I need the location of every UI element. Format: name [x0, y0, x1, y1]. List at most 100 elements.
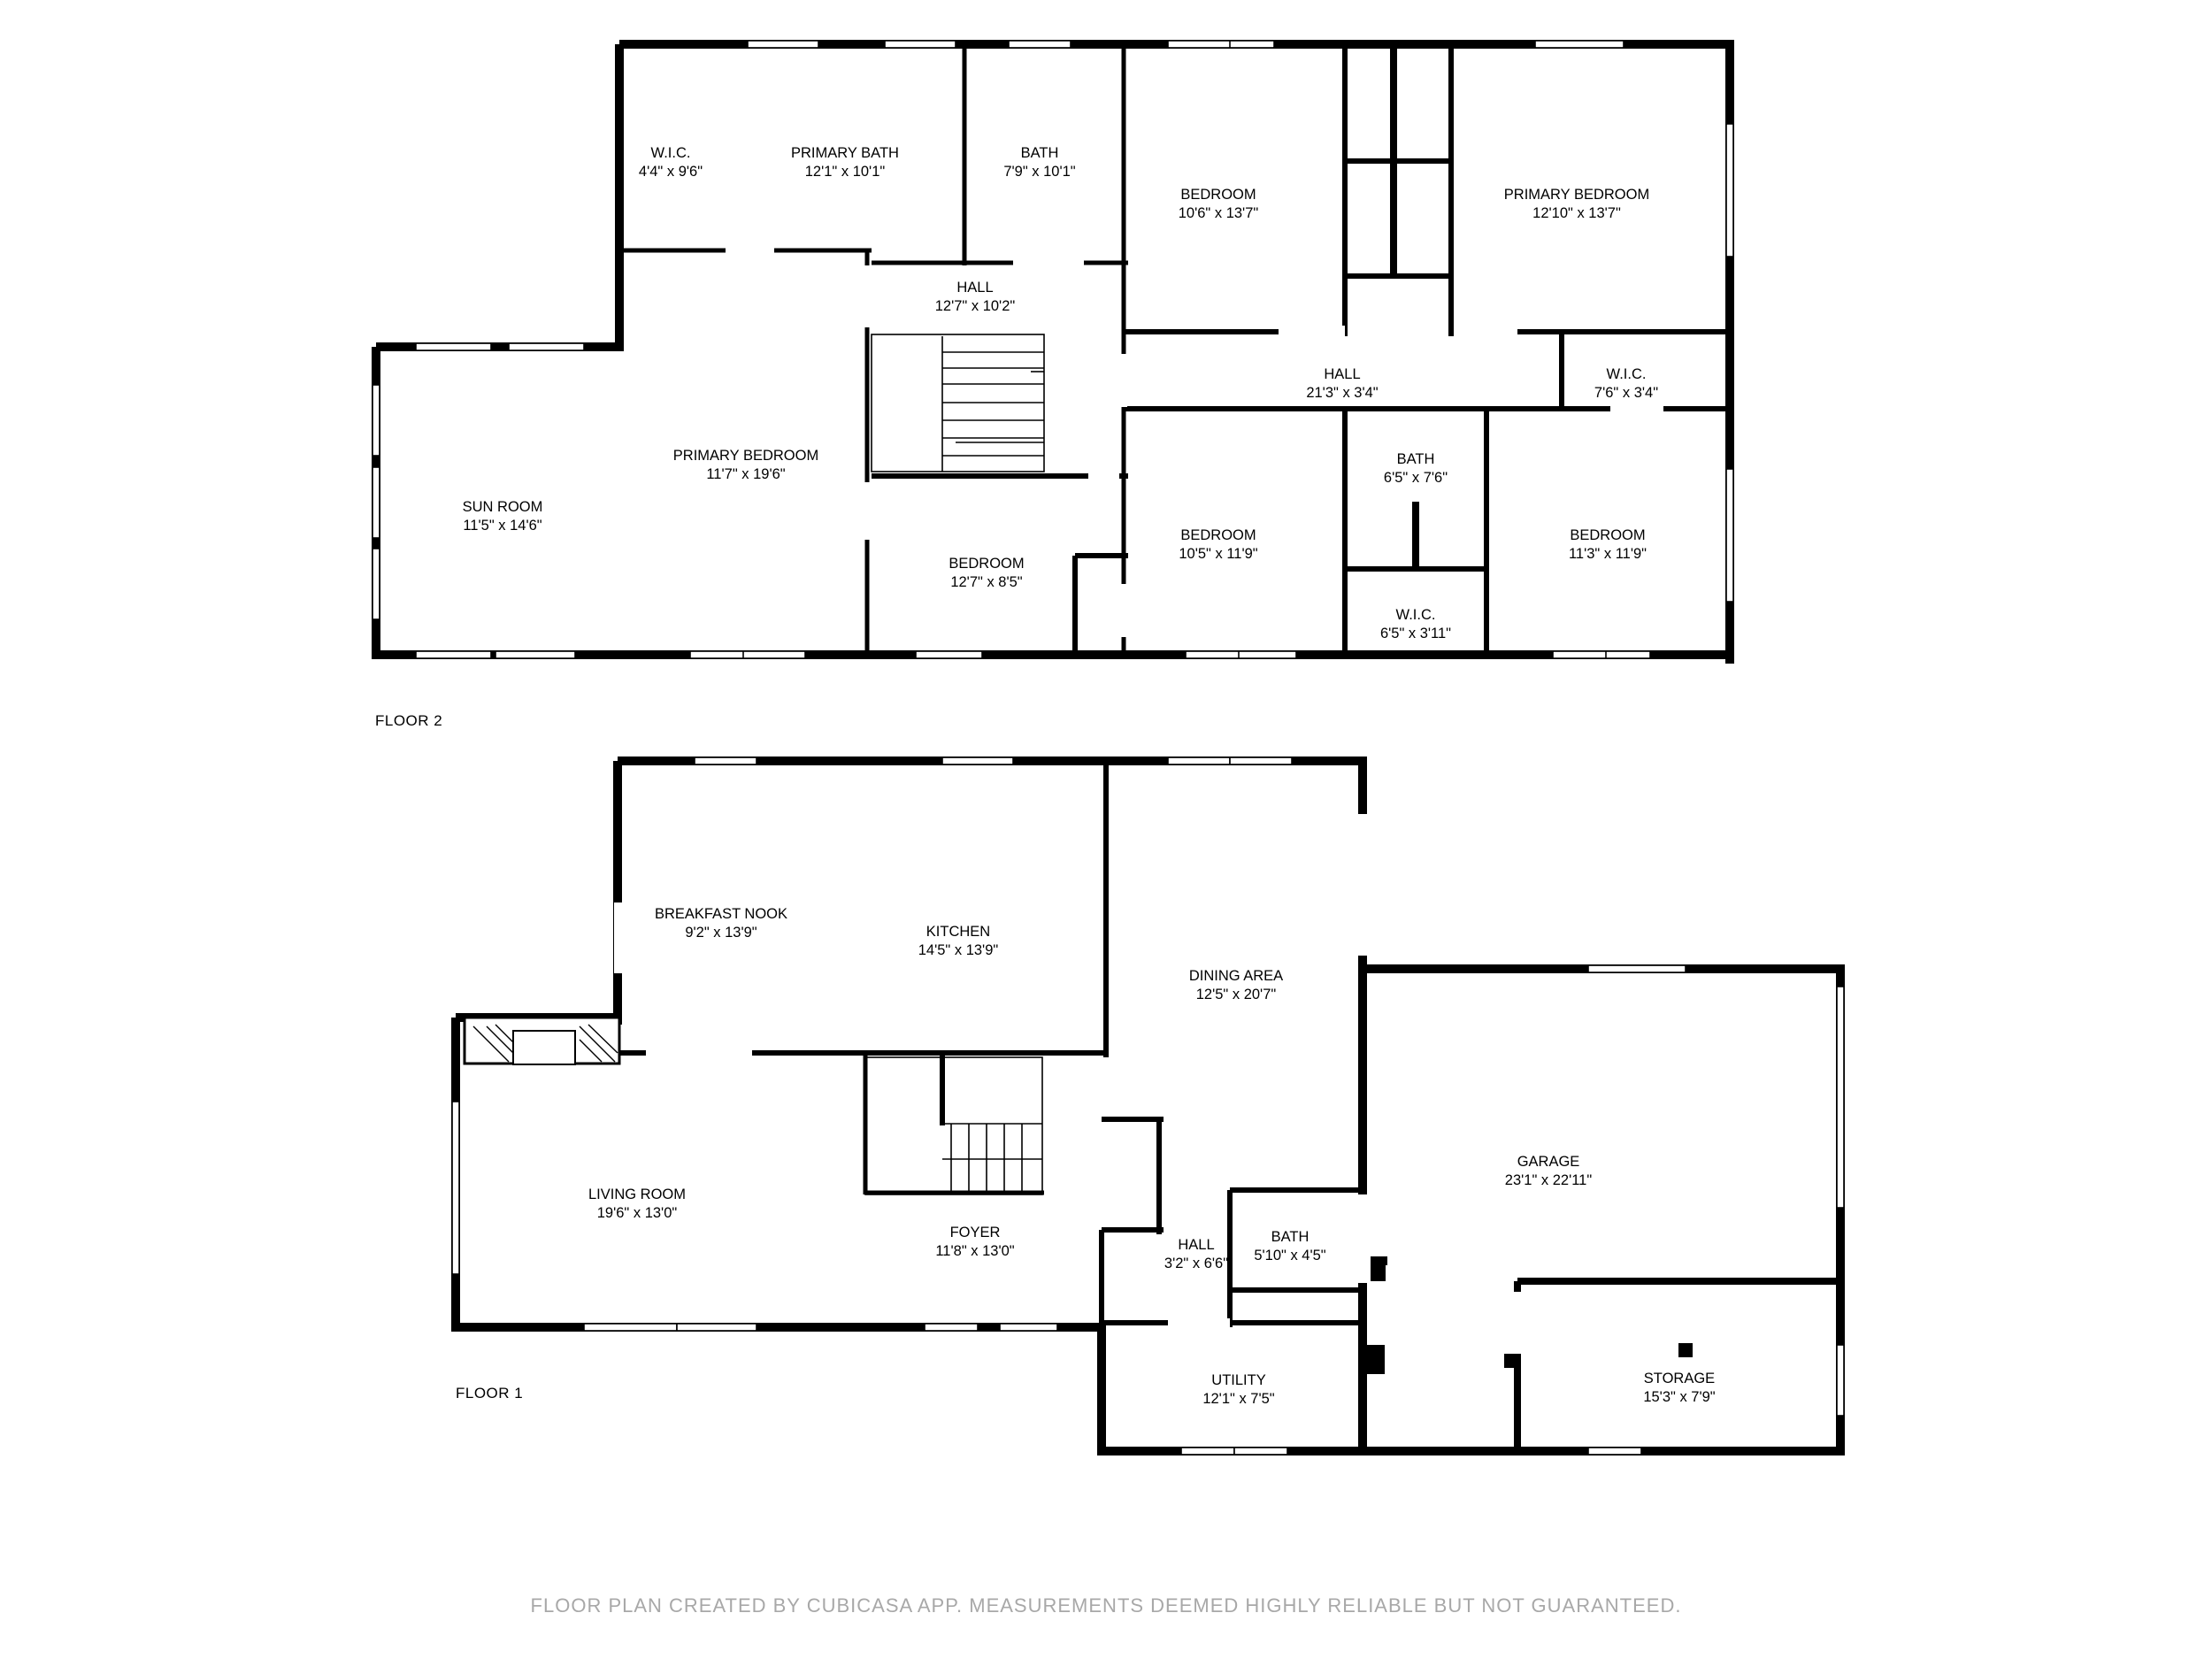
window — [1229, 40, 1275, 49]
door-opening — [1168, 1318, 1230, 1331]
room-name: BEDROOM — [1180, 527, 1256, 543]
column-block — [1678, 1343, 1693, 1357]
wall-segment — [1517, 1278, 1840, 1285]
wall-segment — [1345, 273, 1451, 279]
room-name: FOYER — [950, 1225, 1001, 1240]
wall-segment — [1124, 329, 1345, 334]
wall-segment — [1230, 1287, 1363, 1293]
wall-segment — [940, 1053, 945, 1125]
wall-segment — [1102, 1117, 1164, 1122]
wall-segment — [872, 260, 1128, 265]
window — [415, 650, 492, 659]
room-dimensions: 7'9" x 10'1" — [1003, 164, 1075, 180]
wall-segment — [456, 1323, 1106, 1332]
window — [372, 548, 380, 620]
wall-segment — [376, 342, 624, 351]
window — [1836, 986, 1845, 1209]
wall-segment — [615, 44, 624, 351]
room-name: HALL — [1324, 366, 1360, 382]
room-name: DINING AREA — [1189, 968, 1283, 984]
wall-segment — [1358, 761, 1367, 1455]
room-dimensions: 6'5" x 3'11" — [1380, 626, 1451, 641]
wall-segment — [1097, 1323, 1106, 1455]
door-opening — [1279, 326, 1345, 338]
floor-1-staircase — [864, 1056, 1043, 1195]
wall-segment — [1412, 502, 1419, 569]
wall-segment — [1075, 553, 1128, 558]
window — [451, 1101, 460, 1275]
wall-segment — [1484, 409, 1489, 655]
room-dimensions: 5'10" x 4'5" — [1254, 1248, 1325, 1263]
window — [742, 650, 806, 659]
room-dimensions: 10'5" x 11'9" — [1179, 546, 1257, 562]
wall-segment — [619, 1050, 1106, 1056]
door-opening — [1358, 1194, 1371, 1283]
room-dimensions: 11'8" x 13'0" — [935, 1243, 1014, 1259]
window — [1167, 40, 1240, 49]
wall-segment — [1102, 1320, 1168, 1325]
wall-segment — [376, 650, 1734, 659]
window — [676, 1323, 757, 1332]
window — [1233, 1447, 1288, 1455]
floor-2-staircase — [871, 334, 1045, 472]
door-opening — [1394, 326, 1447, 338]
door-opening — [646, 1048, 752, 1061]
wall-segment — [1230, 1320, 1367, 1325]
door-opening — [726, 244, 774, 257]
wall-segment — [613, 761, 622, 1025]
room-name: BEDROOM — [1180, 187, 1256, 203]
room-dimensions: 7'6" x 3'4" — [1594, 385, 1658, 401]
room-name: PRIMARY BATH — [791, 145, 899, 161]
wall-segment — [1102, 1227, 1164, 1233]
room-name: BEDROOM — [1570, 527, 1645, 543]
wall-segment — [1342, 409, 1348, 655]
wall-segment — [1102, 1447, 1845, 1455]
door-opening — [1168, 1164, 1180, 1234]
room-label-bedroom: BEDROOM 10'5" x 11'9" — [1179, 527, 1257, 562]
room-label-foyer: FOYER 11'8" x 13'0" — [935, 1225, 1014, 1259]
room-name: GARAGE — [1517, 1154, 1580, 1170]
wall-segment — [1072, 556, 1078, 655]
door-opening — [614, 434, 626, 487]
door-opening — [1610, 403, 1663, 415]
wall-segment — [1227, 1190, 1233, 1292]
wall-segment — [1390, 44, 1397, 276]
wall-segment — [1230, 1187, 1363, 1193]
wall-segment — [1836, 969, 1845, 1455]
wall-segment — [1103, 761, 1109, 1057]
wall-segment — [872, 473, 1128, 479]
room-dimensions: 14'5" x 13'9" — [918, 942, 999, 958]
room-dimensions: 12'5" x 20'7" — [1196, 987, 1277, 1002]
door-openings — [614, 244, 1663, 1407]
windows — [372, 40, 1845, 1455]
wall-segment — [1345, 158, 1451, 164]
fireplace — [463, 1016, 621, 1065]
window — [1167, 757, 1231, 765]
room-dimensions: 15'3" x 7'9" — [1643, 1389, 1715, 1405]
room-name: LIVING ROOM — [588, 1187, 686, 1202]
door-opening — [1115, 354, 1127, 407]
room-dimensions: 4'4" x 9'6" — [639, 164, 703, 180]
wall-segment — [1099, 1230, 1104, 1327]
room-label-w-i-c: W.I.C.4'4" x 9'6" — [639, 145, 703, 180]
window — [884, 40, 956, 49]
window — [1552, 650, 1611, 659]
wall-segment — [1121, 44, 1126, 655]
room-name: W.I.C. — [1396, 607, 1436, 623]
wall-segment — [1559, 332, 1564, 409]
window — [1587, 964, 1686, 973]
window — [1008, 40, 1071, 49]
room-name: SUN ROOM — [463, 499, 543, 515]
floor-2-label: FLOOR 2 — [375, 712, 442, 729]
window — [1836, 1344, 1845, 1417]
door-opening — [1119, 584, 1132, 637]
room-dimensions: 6'5" x 7'6" — [1384, 470, 1448, 486]
